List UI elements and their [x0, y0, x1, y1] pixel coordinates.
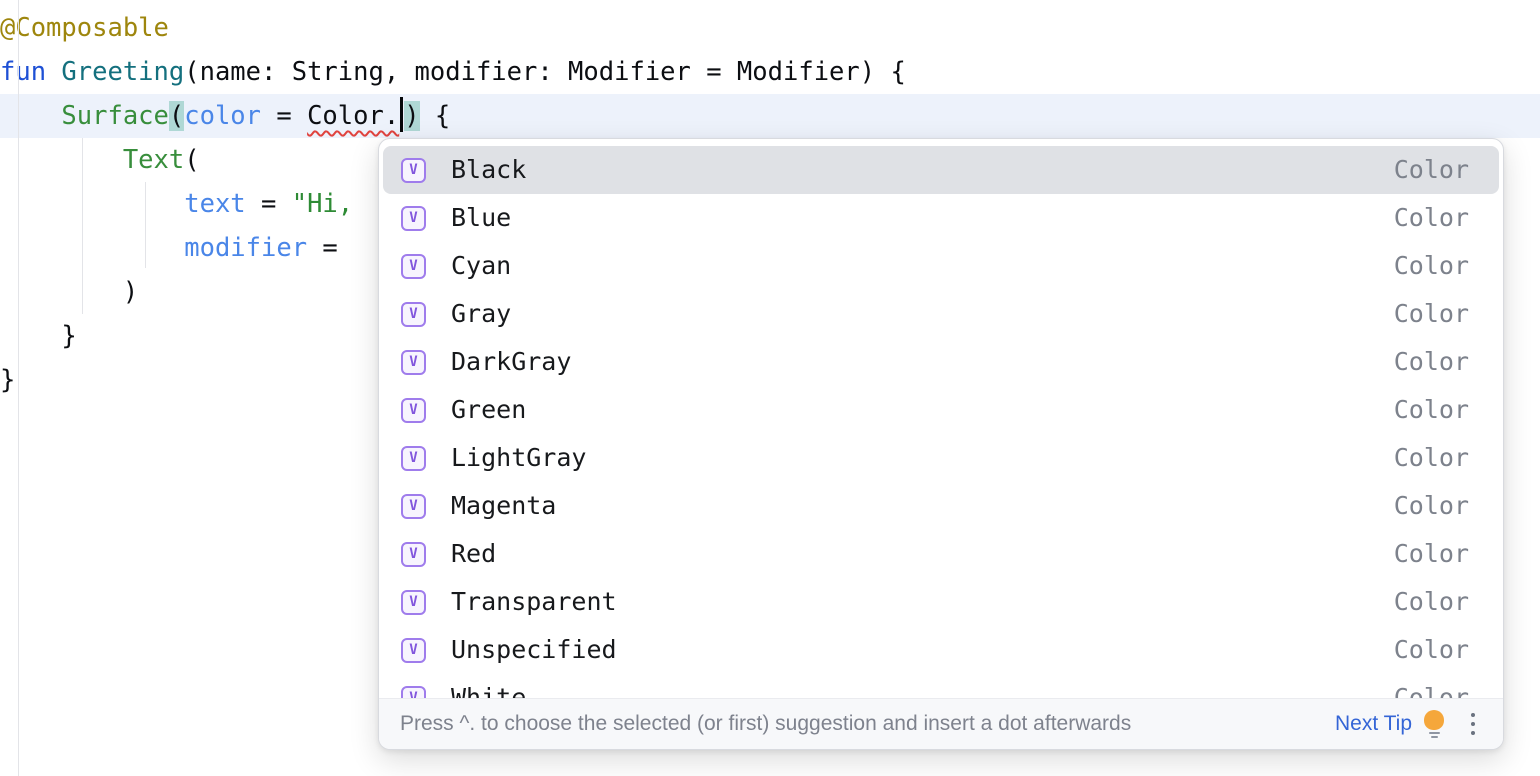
code-token: (	[184, 145, 200, 175]
code-token	[0, 233, 184, 263]
completion-item-type: Color	[1393, 299, 1469, 328]
code-token: "Hi,	[291, 189, 354, 219]
completion-item-label: LightGray	[451, 443, 587, 472]
completion-hint-bar: Press ^. to choose the selected (or firs…	[379, 698, 1503, 749]
completion-item-magenta[interactable]: V Magenta Color	[383, 482, 1499, 530]
code-token: color	[184, 101, 262, 131]
code-token: }	[0, 321, 77, 351]
completion-item-cyan[interactable]: V Cyan Color	[383, 242, 1499, 290]
completion-item-red[interactable]: V Red Color	[383, 530, 1499, 578]
completion-item-gray[interactable]: V Gray Color	[383, 290, 1499, 338]
completion-list: V Black Color V Blue Color V Cyan Color …	[379, 139, 1503, 722]
lightbulb-base-line	[1428, 732, 1440, 734]
more-options-button[interactable]	[1471, 711, 1475, 738]
code-line[interactable]: )	[0, 270, 1540, 314]
completion-item-label: Unspecified	[451, 635, 617, 664]
variable-icon: V	[401, 349, 426, 375]
code-token: text	[184, 189, 246, 219]
variable-icon: V	[401, 637, 426, 663]
code-line[interactable]: fun Greeting(name: String, modifier: Mod…	[0, 50, 1540, 94]
next-tip-link[interactable]: Next Tip	[1334, 712, 1412, 735]
completion-item-type: Color	[1393, 587, 1469, 616]
code-token: @Composable	[0, 13, 169, 43]
completion-item-darkgray[interactable]: V DarkGray Color	[383, 338, 1499, 386]
code-token: Surface	[61, 101, 169, 131]
variable-icon: V	[401, 541, 426, 567]
completion-item-type: Color	[1393, 539, 1469, 568]
variable-icon: V	[401, 397, 426, 423]
completion-item-label: Transparent	[451, 587, 617, 616]
code-token: )	[0, 277, 139, 307]
completion-item-type: Color	[1393, 203, 1469, 232]
code-line[interactable]: Text(	[0, 138, 1540, 182]
code-line[interactable]: @Composable	[0, 6, 1540, 50]
completion-item-label: Green	[451, 395, 527, 424]
code-token: =	[245, 189, 292, 219]
variable-icon: V	[401, 205, 426, 231]
indent-guide	[82, 138, 83, 314]
completion-item-label: Cyan	[451, 251, 512, 280]
variable-icon: V	[401, 589, 426, 615]
completion-item-label: Red	[451, 539, 497, 568]
code-token: (	[168, 101, 185, 131]
text-caret	[400, 97, 404, 132]
code-token: Text	[122, 145, 185, 175]
lightbulb-icon	[1422, 710, 1446, 738]
variable-icon: V	[401, 301, 426, 327]
indent-guide	[145, 182, 146, 268]
completion-item-label: Gray	[451, 299, 512, 328]
completion-item-type: Color	[1393, 491, 1469, 520]
completion-item-label: Magenta	[451, 491, 557, 520]
code-token: =	[261, 101, 308, 131]
code-token: Color.	[307, 101, 400, 131]
completion-item-label: Black	[451, 155, 527, 184]
completion-item-blue[interactable]: V Blue Color	[383, 194, 1499, 242]
code-token	[0, 189, 184, 219]
code-token	[0, 101, 61, 131]
code-token: modifier	[184, 233, 308, 263]
lightbulb-base-line	[1430, 736, 1438, 738]
variable-icon: V	[401, 445, 426, 471]
code-line[interactable]: }	[0, 314, 1540, 358]
completion-item-type: Color	[1393, 395, 1469, 424]
variable-icon: V	[401, 157, 426, 183]
lightbulb-head	[1424, 710, 1444, 730]
code-token: fun	[0, 57, 47, 87]
code-token: {	[419, 101, 451, 131]
completion-item-label: Blue	[451, 203, 512, 232]
completion-item-green[interactable]: V Green Color	[383, 386, 1499, 434]
code-token: =	[307, 233, 338, 263]
code-token: (name: String, modifier: Modifier = Modi…	[184, 57, 906, 87]
completion-item-black[interactable]: V Black Color	[383, 146, 1499, 194]
gutter-separator	[18, 0, 19, 776]
completion-item-type: Color	[1393, 635, 1469, 664]
code-line[interactable]: }	[0, 358, 1540, 402]
completion-item-type: Color	[1393, 155, 1469, 184]
variable-icon: V	[401, 493, 426, 519]
code-token: Greeting	[61, 57, 185, 87]
completion-popup: V Black Color V Blue Color V Cyan Color …	[378, 138, 1504, 750]
completion-item-label: DarkGray	[451, 347, 572, 376]
code-line[interactable]: modifier =	[0, 226, 1540, 270]
code-token: }	[0, 365, 16, 395]
code-token: )	[404, 101, 420, 131]
code-token	[46, 57, 61, 87]
completion-item-type: Color	[1393, 443, 1469, 472]
hint-text: Press ^. to choose the selected (or firs…	[400, 712, 1132, 735]
completion-item-type: Color	[1393, 347, 1469, 376]
code-line[interactable]: text = "Hi,	[0, 182, 1540, 226]
variable-icon: V	[401, 253, 426, 279]
completion-item-lightgray[interactable]: V LightGray Color	[383, 434, 1499, 482]
completion-item-unspecified[interactable]: V Unspecified Color	[383, 626, 1499, 674]
completion-item-type: Color	[1393, 251, 1469, 280]
code-line[interactable]: Surface(color = Color.) {	[0, 94, 1540, 138]
completion-item-transparent[interactable]: V Transparent Color	[383, 578, 1499, 626]
